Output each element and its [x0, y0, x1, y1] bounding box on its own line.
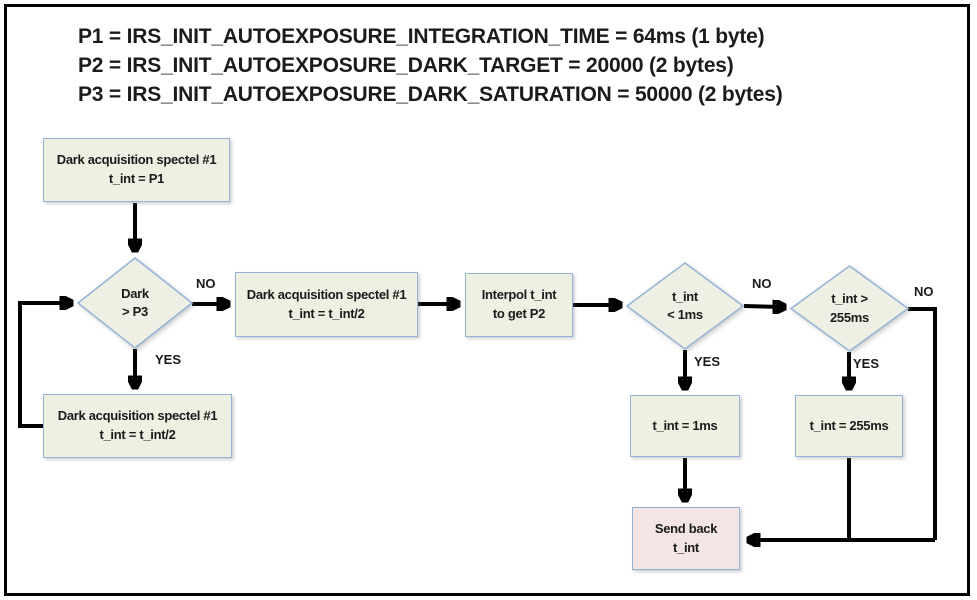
edge-label-lt1-no: NO: [752, 276, 772, 291]
node-clamp-max: t_int = 255ms: [795, 395, 903, 457]
decision-lt-1ms-label: t_int < 1ms: [667, 288, 703, 322]
param-p2: P2 = IRS_INIT_AUTOEXPOSURE_DARK_TARGET =…: [78, 54, 734, 77]
node-decision-gt-255ms: t_int > 255ms: [791, 266, 908, 351]
edge-label-gt255-yes: YES: [853, 356, 880, 371]
edge-label-lt1-yes: YES: [694, 354, 721, 369]
node-interpolate: Interpol t_int to get P2: [465, 273, 573, 337]
param-p3: P3 = IRS_INIT_AUTOEXPOSURE_DARK_SATURATI…: [78, 83, 783, 106]
diamond-shape: [627, 263, 743, 349]
node-send-back: Send back t_int: [632, 507, 740, 570]
parameter-definitions: P1 = IRS_INIT_AUTOEXPOSURE_INTEGRATION_T…: [78, 22, 783, 109]
node-halve-after-yes: Dark acquisition spectel #1 t_int = t_in…: [43, 394, 232, 458]
decision-gt-255ms-label: t_int > 255ms: [830, 291, 869, 325]
node-decision-dark-gt-p3: Dark > P3: [78, 258, 192, 348]
edge-label-dark-no: NO: [196, 276, 216, 291]
decision-dark-label: Dark > P3: [121, 285, 149, 319]
edge-label-dark-yes: YES: [155, 352, 182, 367]
node-halve-after-no: Dark acquisition spectel #1 t_int = t_in…: [235, 272, 418, 337]
outer-frame: [4, 4, 970, 596]
edge-label-gt255-no: NO: [914, 284, 934, 299]
node-decision-lt-1ms: t_int < 1ms: [627, 263, 743, 349]
diamond-shape: [791, 266, 908, 351]
node-clamp-min: t_int = 1ms: [630, 395, 740, 457]
diamond-shape: [78, 258, 192, 348]
node-start-dark-acquisition: Dark acquisition spectel #1 t_int = P1: [43, 138, 230, 202]
param-p1: P1 = IRS_INIT_AUTOEXPOSURE_INTEGRATION_T…: [78, 25, 765, 48]
